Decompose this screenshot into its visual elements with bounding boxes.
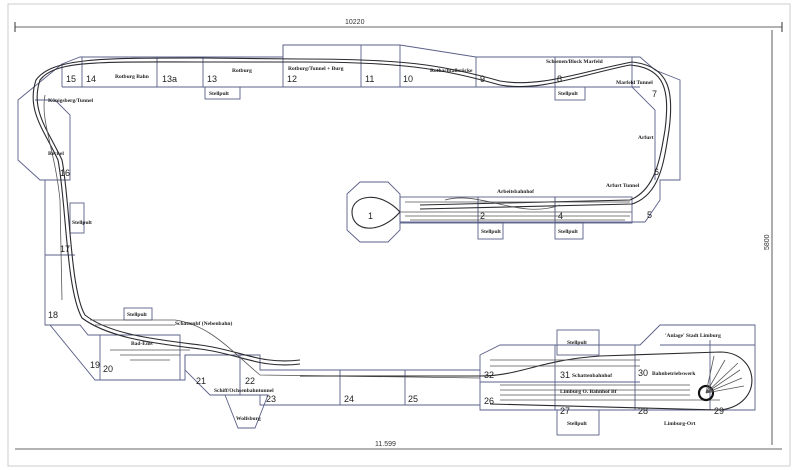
module-12: 12 bbox=[287, 74, 297, 84]
control-panel-labels: Stellpult Stellpult Stellpult Stellpult … bbox=[72, 91, 587, 427]
label-arbeitsbahnhof: Arbeitsbahnhof bbox=[497, 189, 534, 195]
label-bahnbetriebswerk: Bahnbetriebswerk bbox=[652, 371, 696, 377]
dimension-top: 10220 bbox=[14, 19, 783, 32]
label-rotburg-bahn: Rotburg Bahn bbox=[115, 74, 149, 80]
label-schienen-block: Schienen/Block Marfeld bbox=[546, 59, 603, 65]
module-5: 5 bbox=[647, 210, 652, 220]
stellpult-4: Stellpult bbox=[558, 229, 578, 235]
label-koenigsberg-tunnel: Königsberg/Tunnel bbox=[48, 98, 94, 104]
label-wolfsburg: Wolfsburg bbox=[236, 416, 261, 422]
stellpult-31: Stellpult bbox=[567, 340, 587, 346]
module-1: 1 bbox=[368, 211, 373, 221]
stellpult-17: Stellpult bbox=[72, 220, 92, 226]
turntable bbox=[697, 384, 715, 402]
label-arfurt-tunnel: Arfurt Tunnel bbox=[606, 183, 640, 189]
module-30: 30 bbox=[638, 368, 648, 378]
label-bad-ems: Bad-Ems bbox=[131, 341, 153, 347]
module-32: 32 bbox=[484, 370, 494, 380]
module-numbers: 15 14 13a 13 12 11 10 9 8 7 6 5 4 2 1 16… bbox=[48, 74, 724, 416]
dimension-top-label: 10220 bbox=[345, 19, 365, 26]
module-22: 22 bbox=[245, 376, 255, 386]
page-border bbox=[7, 3, 791, 467]
dimension-right-label: 5800 bbox=[764, 234, 771, 250]
module-31: 31 bbox=[560, 370, 570, 380]
label-schattenbf-nebenbahn: Schattenbf (Nebenbahn) bbox=[175, 320, 232, 327]
module-25: 25 bbox=[408, 394, 418, 404]
stellpult-2: Stellpult bbox=[481, 229, 501, 235]
label-arfurt: Arfurt bbox=[638, 135, 654, 141]
tracks bbox=[32, 57, 753, 411]
module-26: 26 bbox=[484, 396, 494, 406]
module-11: 11 bbox=[365, 74, 374, 84]
label-limburg-ort: Limburg-Ort bbox=[664, 421, 696, 427]
module-13a: 13a bbox=[162, 74, 177, 84]
module-8: 8 bbox=[557, 74, 562, 84]
stellpult-13: Stellpult bbox=[209, 91, 229, 97]
label-schattenbahnhof: Schattenbahnhof bbox=[572, 373, 612, 379]
stellpult-18: Stellpult bbox=[127, 312, 147, 318]
stellpult-27: Stellpult bbox=[567, 421, 587, 427]
module-18: 18 bbox=[48, 310, 58, 320]
module-6: 6 bbox=[654, 167, 659, 177]
module-9: 9 bbox=[480, 74, 485, 84]
module-15: 15 bbox=[66, 74, 76, 84]
label-rotburg: Rotburg bbox=[232, 68, 252, 74]
module-7: 7 bbox=[652, 89, 657, 99]
module-24: 24 bbox=[344, 394, 354, 404]
module-27: 27 bbox=[560, 406, 570, 416]
module-20: 20 bbox=[103, 364, 113, 374]
module-28: 28 bbox=[638, 406, 648, 416]
module-19: 19 bbox=[90, 360, 100, 370]
dimension-bottom: 11.599 bbox=[15, 441, 782, 450]
label-limburg-bahnhof: Limburg O. Bahnhof Bf bbox=[560, 389, 617, 395]
label-marfeld-tunnel: Marfeld Tunnel bbox=[616, 80, 653, 86]
module-2: 2 bbox=[480, 211, 485, 221]
module-16: 16 bbox=[60, 168, 70, 178]
module-17: 17 bbox=[60, 244, 70, 254]
label-reckel: Reckel bbox=[48, 151, 64, 157]
module-14: 14 bbox=[86, 74, 96, 84]
module-21: 21 bbox=[196, 376, 206, 386]
module-23: 23 bbox=[266, 394, 276, 404]
label-schiff-tunnel: Schiff/Ochsenbahntunnel bbox=[214, 388, 274, 394]
label-rotburg-tunnel: Rotburg/Tunnel + Burg bbox=[288, 66, 344, 72]
stellpult-8: Stellpult bbox=[558, 91, 578, 97]
module-10: 10 bbox=[403, 74, 413, 84]
place-labels: Rotburg Bahn Rotburg Rotburg/Tunnel + Bu… bbox=[48, 59, 721, 427]
dimension-right: 5800 bbox=[764, 30, 773, 445]
dimension-bottom-label: 11.599 bbox=[375, 441, 396, 448]
module-29: 29 bbox=[714, 406, 724, 416]
module-4: 4 bbox=[558, 211, 563, 221]
label-rothachtalbruecke: Rothachtalbrücke bbox=[430, 68, 473, 74]
module-13: 13 bbox=[207, 74, 217, 84]
label-anlage-stadt-limburg: 'Anlage' Stadt Limburg bbox=[665, 333, 721, 339]
